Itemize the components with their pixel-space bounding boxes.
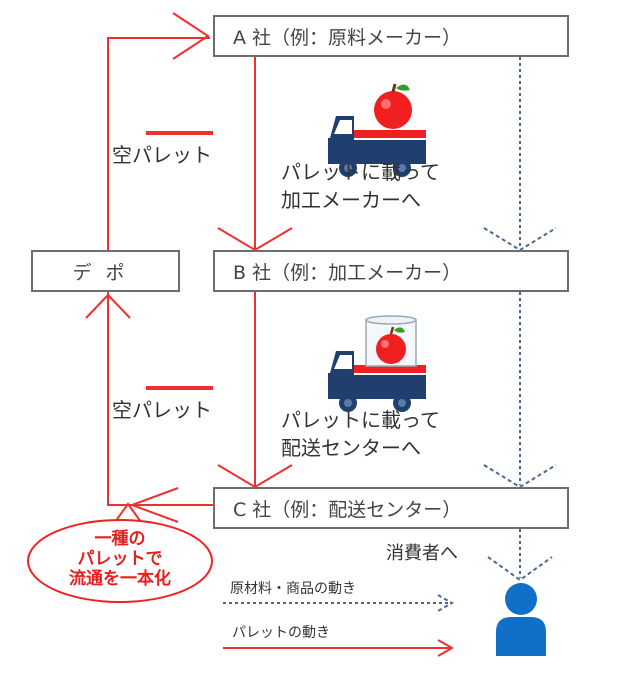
person-icon xyxy=(496,583,546,656)
company-a-box: A 社（例：原料メーカー） xyxy=(213,15,569,57)
company-c-label: C 社（例：配送センター） xyxy=(233,498,462,521)
callout-line-3: 流通を一本化 xyxy=(69,569,171,589)
legend-pallet-arrowhead xyxy=(437,639,455,657)
company-c-box: C 社（例：配送センター） xyxy=(213,487,569,529)
callout-line-2: パレットで xyxy=(77,549,163,569)
apple-icon xyxy=(374,83,412,129)
arrow-from-c xyxy=(129,487,179,523)
depot-box: デポ xyxy=(31,250,180,292)
empty-pallet-label-2: 空パレット xyxy=(112,398,212,422)
pallet-flow-lines xyxy=(85,12,455,657)
empty-pallet-label-1: 空パレット xyxy=(112,143,212,167)
truck-icon xyxy=(328,116,426,177)
flow-1-line-2: 加工メーカーへ xyxy=(281,188,421,212)
flow-2-line-1: パレットに載って xyxy=(281,408,440,432)
legend-pallet-label: パレットの動き xyxy=(232,625,330,641)
company-b-label: B 社（例：加工メーカー） xyxy=(233,261,462,284)
callout-bubble xyxy=(27,519,213,603)
truck-icon xyxy=(328,351,426,412)
company-b-box: B 社（例：加工メーカー） xyxy=(213,250,569,292)
legend-goods-label: 原材料・商品の動き xyxy=(230,581,356,597)
company-a-label: A 社（例：原料メーカー） xyxy=(233,26,462,49)
depot-label: デポ xyxy=(72,261,139,284)
arrow-up-to-depot xyxy=(85,293,131,319)
juice-glass-icon xyxy=(365,315,417,367)
arrow-into-a xyxy=(172,12,210,60)
flow-1-line-1: パレットに載って xyxy=(281,160,440,184)
callout-text: 一種の パレットで 流通を一本化 xyxy=(27,529,213,589)
callout-line-1: 一種の xyxy=(94,529,146,549)
goods-flow-lines xyxy=(223,57,521,604)
consumer-label: 消費者へ xyxy=(386,543,458,564)
flow-2-line-2: 配送センターへ xyxy=(281,436,421,460)
callout-pointer xyxy=(114,502,142,523)
